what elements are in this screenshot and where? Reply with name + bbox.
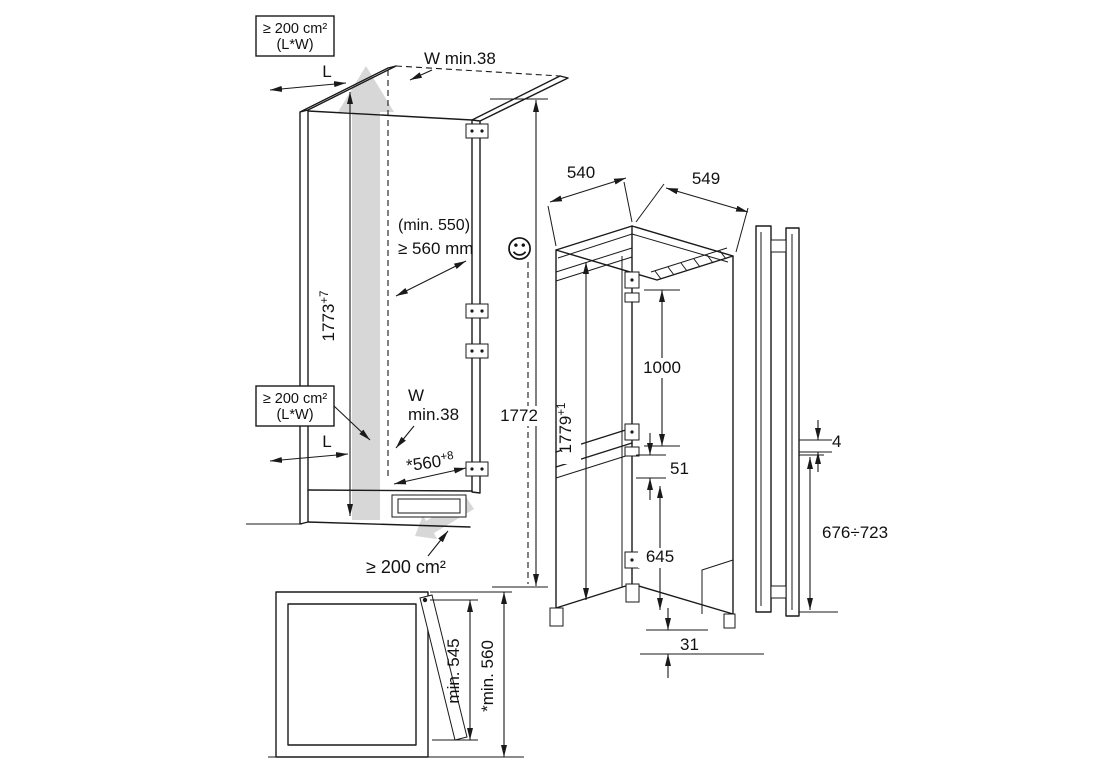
niche-depth-reco-label: ≥ 560 mm: [398, 239, 473, 258]
door-gap-label: 51: [670, 459, 689, 478]
appliance-depth-dim: [665, 187, 749, 213]
smiley-icon: ☺: [506, 235, 533, 265]
niche-depth-dim: [395, 260, 467, 297]
compressor-recess: [701, 559, 734, 614]
vent-area-mid-box: [255, 385, 335, 427]
front-gap-label: 4: [832, 432, 841, 451]
vent-area-top-box: [255, 15, 335, 57]
niche-depth-dim-mid: [269, 452, 349, 463]
top-vent-grille: [654, 250, 727, 280]
labels: ≥ 200 cm² (L*W) L W min.38 1773+7 (min. …: [255, 15, 888, 712]
side-profile-view: [755, 225, 838, 617]
top-view: [268, 591, 524, 758]
depth-label-top: L: [322, 62, 331, 81]
niche-height-label: 1773+7: [319, 291, 338, 342]
depth-label-mid: L: [322, 432, 331, 451]
vent-mid-leader: [333, 405, 371, 441]
vent-area-top-line1: ≥ 200 cm²: [263, 21, 328, 37]
wall-clearance-leader-mid: [395, 425, 415, 449]
niche-depth-min-label: (min. 550): [398, 217, 470, 234]
vent-area-top-line2: (L*W): [276, 37, 313, 53]
vent-area-mid-line1: ≥ 200 cm²: [263, 391, 328, 407]
niche-depth-dim-top: [269, 81, 347, 92]
wall-clearance-top-label: W min.38: [424, 49, 496, 68]
door-depth-reco-label: *min. 560: [478, 640, 497, 712]
lower-door-label: 645: [646, 547, 674, 566]
appliance-width-dim: [549, 177, 627, 203]
vent-area-mid-line2: (L*W): [276, 407, 313, 423]
niche-hinge-fittings: [465, 123, 489, 477]
vent-bottom-leader: [427, 530, 449, 557]
wall-clearance-mid-min: min.38: [408, 405, 459, 424]
door-depth-min-label: min. 545: [444, 638, 463, 703]
wall-clearance-leader-top: [409, 69, 433, 81]
niche-view: [246, 65, 569, 588]
plinth-vent-opening: [391, 494, 467, 518]
appliance-height-label: 1779+1: [556, 403, 575, 454]
niche-width-label: *560+8: [405, 450, 455, 476]
appliance-width-label: 540: [567, 163, 595, 182]
hinge-range-label: 676÷723: [822, 523, 888, 542]
niche-width-dim: [393, 467, 467, 485]
appliance-view: [547, 177, 764, 678]
hinge-block-top: [770, 239, 787, 253]
base-height-label: 31: [680, 635, 699, 654]
hinge-block-bottom: [770, 585, 787, 599]
vent-area-bottom-label: ≥ 200 cm²: [366, 557, 446, 577]
door-hinge-pivot: [422, 597, 428, 603]
appliance-depth-label: 549: [692, 169, 720, 188]
wall-clearance-mid-w: W: [408, 386, 424, 405]
appliance-feet: [549, 583, 736, 629]
upper-door-label: 1000: [643, 358, 681, 377]
niche-inner-height-label: 1772: [500, 406, 538, 425]
